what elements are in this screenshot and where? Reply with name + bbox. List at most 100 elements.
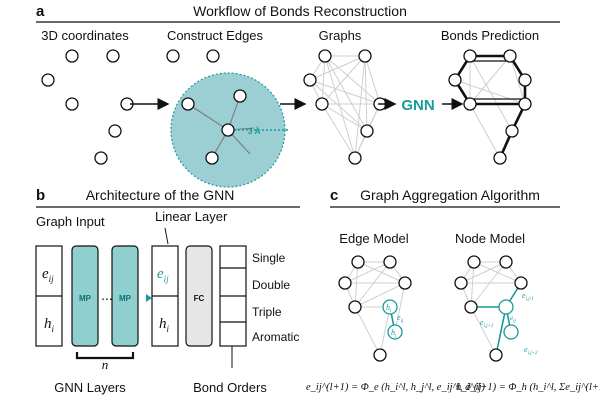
graph-node bbox=[489, 348, 503, 362]
node-update-equation: h_i^(l+1) = Φ_h (h_i^l, Σe_ij^(l+1)) bbox=[456, 382, 600, 393]
graph-node bbox=[351, 255, 365, 269]
bond-type-single: Single bbox=[252, 251, 286, 265]
bond-orders-label: Bond Orders bbox=[193, 380, 267, 395]
molecule-node bbox=[505, 124, 519, 138]
stage-label-coordinates: 3D coordinates bbox=[41, 28, 129, 43]
node-feature-label: hi bbox=[44, 316, 55, 334]
node-hj-label: hj bbox=[391, 328, 397, 339]
atom-node bbox=[206, 49, 220, 63]
node-hj bbox=[387, 324, 403, 340]
neighbor-node bbox=[503, 324, 519, 340]
updated-edge-feature-label: eij bbox=[157, 266, 169, 284]
graph-node bbox=[373, 348, 387, 362]
bond-type-double: Double bbox=[252, 278, 290, 292]
graph-node bbox=[358, 49, 372, 63]
edge-eij-label: eij bbox=[397, 313, 404, 324]
central-atom-node bbox=[221, 123, 235, 137]
construct-edges-diagram: 3 Å bbox=[166, 49, 290, 188]
edge-model-graph: hi eij hj bbox=[338, 255, 412, 362]
n-bracket bbox=[75, 352, 135, 360]
graph-node bbox=[348, 151, 362, 165]
panel-c-letter: c bbox=[330, 187, 338, 204]
graph-diagram bbox=[303, 49, 387, 165]
atom-node bbox=[108, 124, 122, 138]
mp-label-first: MP bbox=[79, 294, 92, 303]
stage-label-bonds: Bonds Prediction bbox=[441, 28, 539, 43]
edge-model-label: Edge Model bbox=[339, 231, 408, 246]
graph-node bbox=[348, 300, 362, 314]
molecule-node bbox=[463, 49, 477, 63]
atom-node bbox=[106, 49, 120, 63]
edge-label-prev: ei,j-1 bbox=[522, 291, 534, 302]
gnn-layers-label: GNN Layers bbox=[54, 380, 126, 395]
bond-type-aromatic: Aromatic bbox=[252, 330, 299, 344]
atom-node bbox=[205, 151, 219, 165]
molecule-node bbox=[493, 151, 507, 165]
graph-node bbox=[338, 276, 352, 290]
atom-node bbox=[94, 151, 108, 165]
atom-node bbox=[41, 73, 55, 87]
graph-node bbox=[499, 255, 513, 269]
panel-a-title: Workflow of Bonds Reconstruction bbox=[193, 3, 407, 19]
graph-node bbox=[360, 124, 374, 138]
center-node bbox=[498, 299, 514, 315]
updated-node-feature-label: hi bbox=[159, 316, 170, 334]
graph-input-label: Graph Input bbox=[36, 214, 105, 229]
edge-update-equation: e_ij^(l+1) = Φ_e (h_i^l, h_j^l, e_ij^l, … bbox=[306, 382, 485, 393]
edge-feature-label: eij bbox=[42, 266, 54, 284]
layer-ellipsis: ... bbox=[101, 287, 113, 303]
node-model-graph: ei,j-1 eij ei,j+1 ei,j+2 bbox=[454, 255, 538, 362]
panel-a-letter: a bbox=[36, 3, 45, 20]
stage-label-graphs: Graphs bbox=[319, 28, 362, 43]
panel-a: a Workflow of Bonds Reconstruction 3D co… bbox=[36, 3, 560, 188]
graph-node bbox=[398, 276, 412, 290]
panel-c-title: Graph Aggregation Algorithm bbox=[360, 187, 540, 203]
panel-b-letter: b bbox=[36, 187, 45, 204]
bonds-prediction-diagram bbox=[448, 49, 532, 165]
updated-feature-box: eij hi bbox=[151, 245, 179, 347]
atom-node bbox=[65, 97, 79, 111]
bond-type-triple: Triple bbox=[252, 305, 282, 319]
panel-b-title: Architecture of the GNN bbox=[86, 187, 235, 203]
graph-node bbox=[318, 49, 332, 63]
mp-layer-last bbox=[111, 245, 139, 347]
molecule-node bbox=[518, 73, 532, 87]
graph-node bbox=[303, 73, 317, 87]
linear-layer-label: Linear Layer bbox=[155, 209, 228, 224]
input-feature-box: eij hi bbox=[35, 245, 63, 347]
panel-c: c Graph Aggregation Algorithm Edge Model… bbox=[306, 187, 600, 393]
fc-label: FC bbox=[194, 294, 205, 303]
node-hi bbox=[382, 299, 398, 315]
radius-label: 3 Å bbox=[248, 127, 261, 136]
molecule-node bbox=[503, 49, 517, 63]
fc-layer bbox=[185, 245, 213, 347]
molecule-node bbox=[463, 97, 477, 111]
atom-node bbox=[233, 89, 247, 103]
graph-node bbox=[383, 255, 397, 269]
graph-node bbox=[464, 300, 478, 314]
node-hi-label: hi bbox=[386, 303, 392, 314]
atom-node bbox=[166, 49, 180, 63]
stage-label-edges: Construct Edges bbox=[167, 28, 264, 43]
gnn-label: GNN bbox=[401, 97, 434, 114]
edge-label-next: ei,j+1 bbox=[480, 318, 493, 329]
mp-layer-first bbox=[71, 245, 99, 347]
graph-node bbox=[467, 255, 481, 269]
atom-node bbox=[181, 97, 195, 111]
atom-node bbox=[65, 49, 79, 63]
graph-node bbox=[315, 97, 329, 111]
linear-layer-pointer bbox=[164, 227, 169, 245]
panel-b: b Architecture of the GNN Graph Input Li… bbox=[35, 187, 300, 395]
molecule-node bbox=[448, 73, 462, 87]
atom-cloud bbox=[41, 49, 134, 165]
edge-label-next2: ei,j+2 bbox=[524, 345, 538, 356]
graph-node bbox=[514, 276, 528, 290]
n-label: n bbox=[102, 357, 109, 372]
mp-output-arrow bbox=[140, 294, 152, 302]
bond-order-output bbox=[219, 245, 247, 347]
mp-label-last: MP bbox=[119, 294, 132, 303]
graph-node bbox=[454, 276, 468, 290]
edge-label-current: eij bbox=[510, 314, 516, 324]
